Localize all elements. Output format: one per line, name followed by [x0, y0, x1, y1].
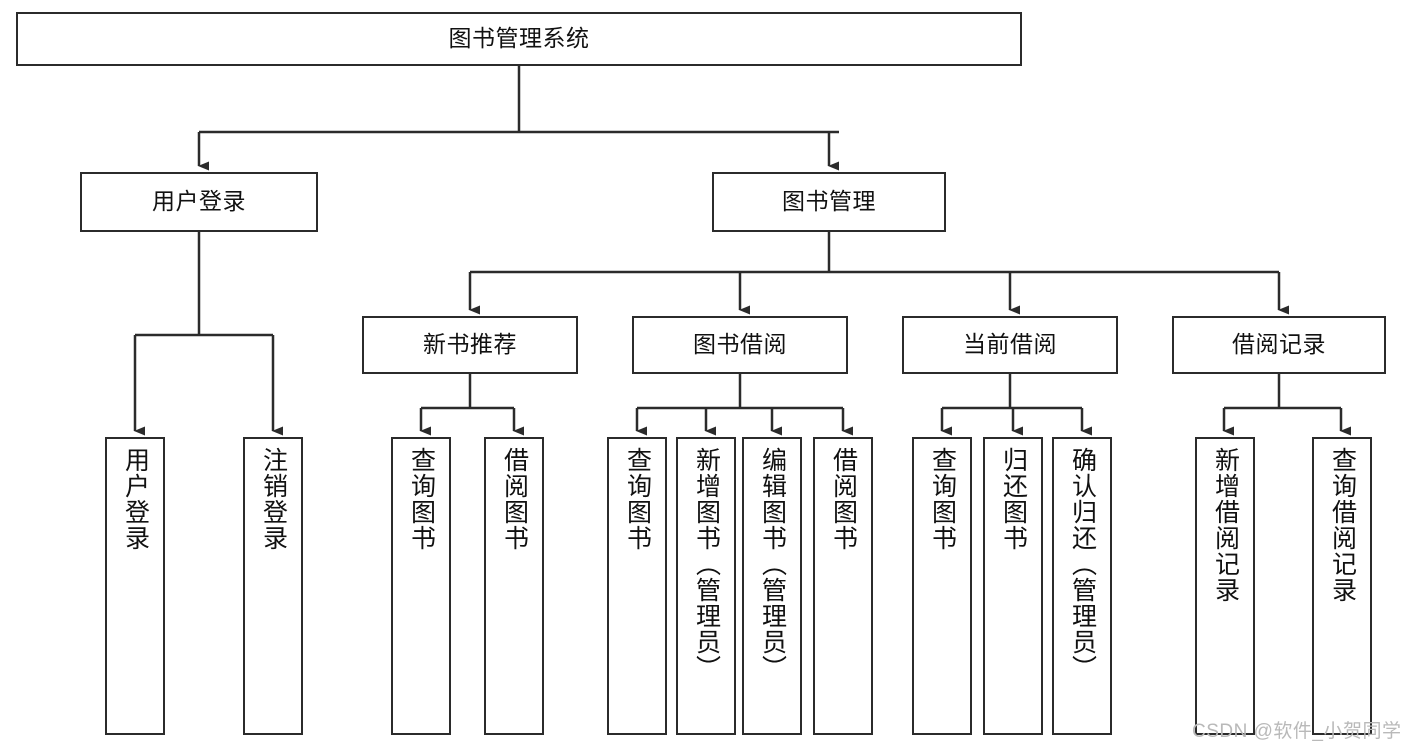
node-root-label: 图书管理系统 [448, 25, 590, 52]
node-book-borrow[interactable]: 图书借阅 [632, 316, 848, 374]
leaf-records-add[interactable]: 新增借阅记录 [1195, 437, 1255, 735]
leaf-borrow-add-book-admin-label: 新增图书（管理员） [692, 447, 721, 681]
leaf-user-login-signin[interactable]: 用户登录 [105, 437, 165, 735]
node-current-borrow[interactable]: 当前借阅 [902, 316, 1118, 374]
leaf-borrow-add-book-admin[interactable]: 新增图书（管理员） [676, 437, 736, 735]
leaf-current-confirm-return-admin-label: 确认归还（管理员） [1068, 447, 1097, 681]
node-user-login-label: 用户登录 [152, 188, 246, 215]
node-root[interactable]: 图书管理系统 [16, 12, 1022, 66]
node-book-borrow-label: 图书借阅 [693, 331, 787, 358]
node-borrow-records-label: 借阅记录 [1232, 331, 1326, 358]
leaf-records-query[interactable]: 查询借阅记录 [1312, 437, 1372, 735]
leaf-user-login-signout-label: 注销登录 [259, 447, 288, 551]
leaf-records-add-label: 新增借阅记录 [1211, 447, 1240, 603]
leaf-records-query-label: 查询借阅记录 [1328, 447, 1357, 603]
leaf-borrow-borrow-book[interactable]: 借阅图书 [813, 437, 873, 735]
node-user-login[interactable]: 用户登录 [80, 172, 318, 232]
node-new-book-recommend-label: 新书推荐 [423, 331, 517, 358]
node-new-book-recommend[interactable]: 新书推荐 [362, 316, 578, 374]
node-book-management[interactable]: 图书管理 [712, 172, 946, 232]
leaf-borrow-edit-book-admin[interactable]: 编辑图书（管理员） [742, 437, 802, 735]
leaf-current-return-label: 归还图书 [999, 447, 1028, 551]
leaf-current-return[interactable]: 归还图书 [983, 437, 1043, 735]
leaf-user-login-signout[interactable]: 注销登录 [243, 437, 303, 735]
leaf-new-books-borrow-label: 借阅图书 [500, 447, 529, 551]
leaf-current-query-label: 查询图书 [928, 447, 957, 551]
leaf-new-books-query-label: 查询图书 [407, 447, 436, 551]
leaf-borrow-borrow-book-label: 借阅图书 [829, 447, 858, 551]
leaf-new-books-query[interactable]: 查询图书 [391, 437, 451, 735]
node-book-management-label: 图书管理 [782, 188, 876, 215]
leaf-current-query[interactable]: 查询图书 [912, 437, 972, 735]
leaf-new-books-borrow[interactable]: 借阅图书 [484, 437, 544, 735]
leaf-current-confirm-return-admin[interactable]: 确认归还（管理员） [1052, 437, 1112, 735]
leaf-user-login-signin-label: 用户登录 [121, 447, 150, 551]
leaf-borrow-query-label: 查询图书 [623, 447, 652, 551]
node-borrow-records[interactable]: 借阅记录 [1172, 316, 1386, 374]
node-current-borrow-label: 当前借阅 [963, 331, 1057, 358]
leaf-borrow-edit-book-admin-label: 编辑图书（管理员） [758, 447, 787, 681]
leaf-borrow-query[interactable]: 查询图书 [607, 437, 667, 735]
